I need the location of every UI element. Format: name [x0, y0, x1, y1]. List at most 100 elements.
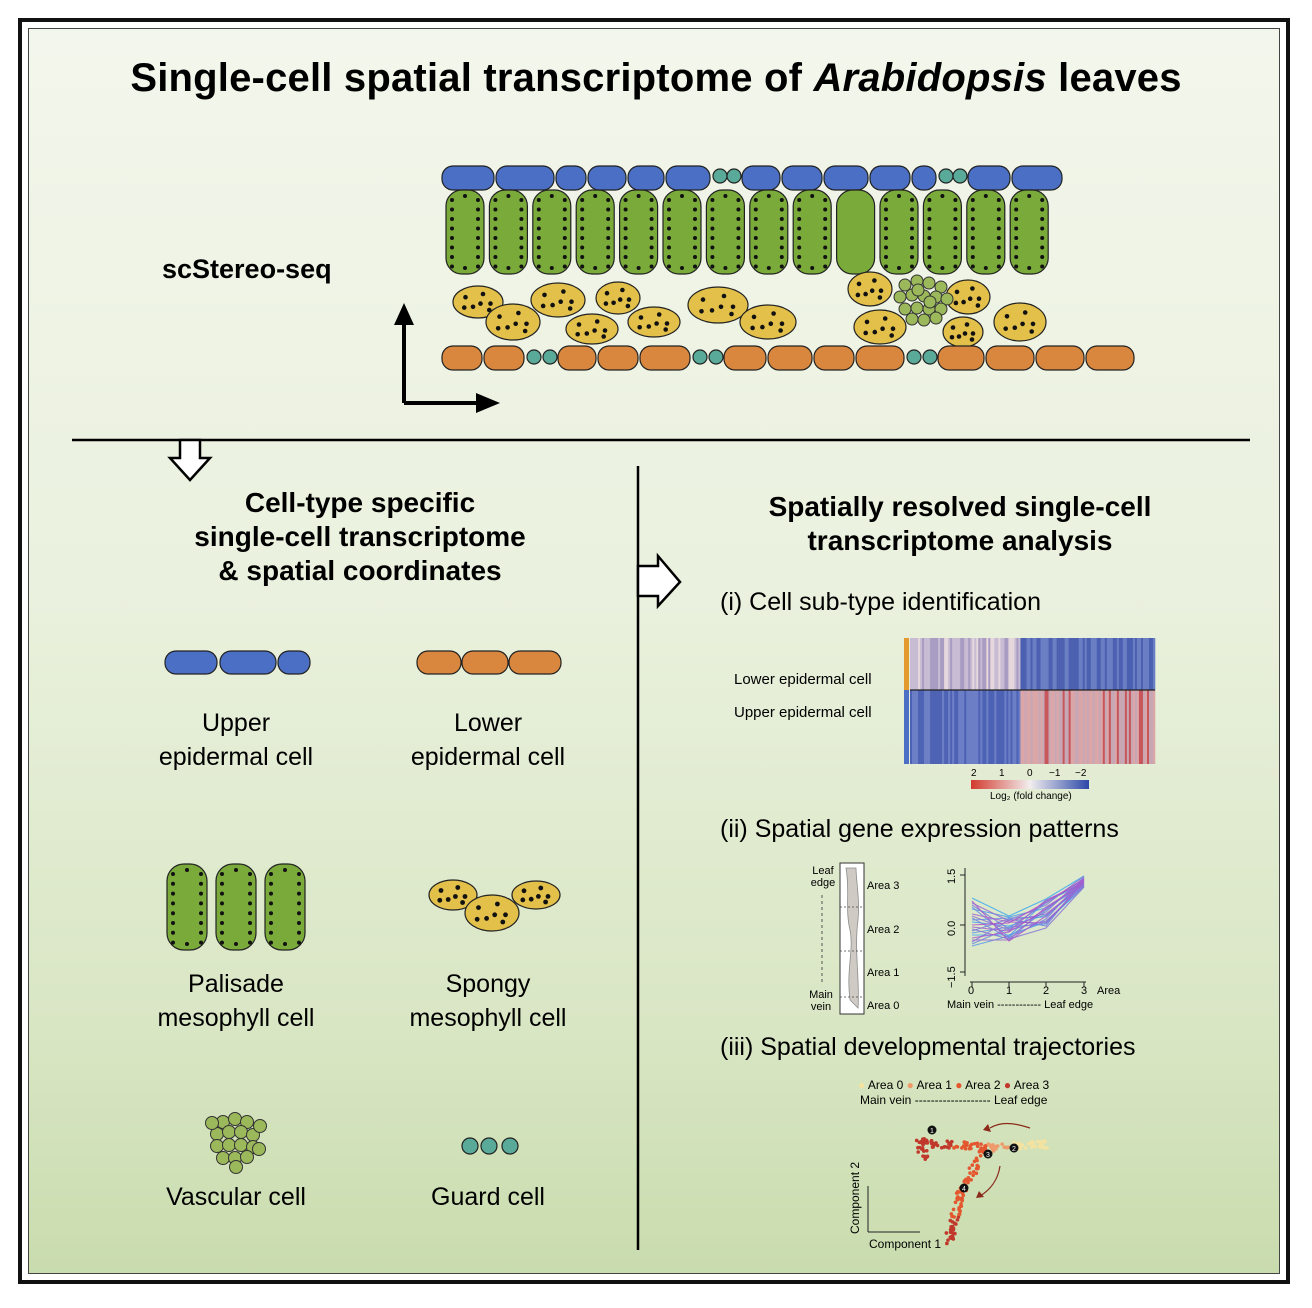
x-tick-1: 1 — [1006, 985, 1013, 997]
axis-arrows — [394, 303, 500, 413]
vascular-cell — [922, 276, 936, 290]
branch-point-label: 2 — [1012, 1146, 1016, 1153]
guard-cell — [726, 168, 742, 184]
branch-point — [983, 1149, 993, 1159]
heatmap-group-bar-upper — [904, 690, 909, 764]
trajectory-xlabel: Component 1 — [869, 1237, 942, 1251]
trajectory-legend: ● Area 0 ● Area 1 ● Area 2 ● Area 3 — [858, 1078, 1050, 1092]
vascular-cell — [911, 283, 925, 297]
upper-epidermal-cell — [869, 165, 911, 191]
area3-label: Area 3 — [867, 880, 900, 892]
upper-epidermal-cell — [1011, 165, 1063, 191]
palisade-icon — [166, 863, 208, 951]
upper-epidermal-cell — [587, 165, 627, 191]
area1-label: Area 1 — [867, 967, 900, 979]
palisade-cell — [792, 189, 832, 275]
upper-epidermal-cell — [741, 165, 781, 191]
upper-epidermal-cell — [911, 165, 937, 191]
upper-epidermal-cell — [555, 165, 587, 191]
celltype-label-guard: Guard cell — [431, 1183, 545, 1211]
heatmap-cells — [910, 638, 1156, 764]
lower-epidermal-cell — [1085, 345, 1135, 371]
palisade-cell — [532, 189, 572, 275]
page-title: Single-cell spatial transcriptome of Ara… — [130, 56, 1182, 100]
palisade-cell — [879, 189, 919, 275]
lower-epidermal-cell — [597, 345, 639, 371]
guard-cell — [692, 349, 708, 365]
leaf-cross-section — [441, 165, 1135, 371]
heatmap-row-label-lower: Lower epidermal cell — [734, 671, 872, 688]
x-unit-label: Area — [1097, 985, 1121, 997]
heatmap-row-label-upper: Upper epidermal cell — [734, 704, 872, 721]
lower-epidermal-cell — [855, 345, 905, 371]
left-header: Cell-type specific single-cell transcrip… — [194, 487, 526, 586]
vascular-icon — [240, 1150, 254, 1164]
trajectory-points — [914, 1136, 1049, 1246]
celltype-label-vascular: Vascular cell — [166, 1183, 306, 1211]
upper-epidermal-icon — [277, 650, 311, 675]
x-tick-2: 2 — [1043, 985, 1050, 997]
vascular-cell — [929, 311, 943, 325]
heatmap-scale-label: Log₂ (fold change) — [990, 791, 1072, 802]
vascular-icon — [229, 1160, 243, 1174]
palisade-cell — [445, 189, 485, 275]
x-axis-label: Main vein ------------ Leaf edge — [947, 999, 1094, 1011]
section-ii-title: (ii) Spatial gene expression patterns — [720, 815, 1119, 843]
area0-label: Area 0 — [867, 1000, 900, 1012]
branch-point-label: 3 — [986, 1152, 990, 1159]
vascular-icon — [252, 1142, 266, 1156]
palisade-cell — [618, 189, 659, 275]
branch-point — [1009, 1143, 1019, 1153]
branch-points: 1 2 3 4 — [927, 1125, 1019, 1193]
lower-epidermal-cell — [937, 345, 985, 371]
lower-epidermal-cell — [1035, 345, 1085, 371]
vascular-cell — [923, 295, 937, 309]
vascular-cell — [940, 292, 954, 306]
vascular-cell — [898, 278, 912, 292]
trajectory-axis-note: Main vein ------------------- Leaf edge — [860, 1093, 1048, 1107]
trajectory-ylabel: Component 2 — [848, 1161, 862, 1234]
lower-epidermal-cell — [639, 345, 691, 371]
area2-label: Area 2 — [867, 924, 900, 936]
lower-epidermal-cell — [813, 345, 855, 371]
upper-epidermal-cell — [495, 165, 555, 191]
upper-epidermal-icon — [219, 650, 277, 675]
guard-cell — [526, 349, 542, 365]
expression-lines — [971, 875, 1085, 947]
guard-icon — [461, 1137, 479, 1155]
lower-epidermal-icon — [416, 650, 462, 675]
heatmap-color-scale — [971, 780, 1089, 789]
guard-cell — [952, 168, 968, 184]
palisade-cell — [922, 189, 963, 275]
spongy-icon — [464, 894, 520, 932]
palisade-cell — [835, 189, 876, 275]
right-header: Spatially resolved single-cell transcrip… — [768, 491, 1152, 556]
heatmap-group-bar-lower — [904, 638, 909, 690]
vascular-icon — [205, 1116, 219, 1130]
spongy-icon — [511, 880, 561, 910]
method-label: scStereo-seq — [162, 254, 332, 284]
lower-epidermal-cell — [767, 345, 813, 371]
upper-epidermal-icon — [164, 650, 218, 675]
lower-epidermal-cell — [557, 345, 597, 371]
down-hollow-arrow — [167, 438, 213, 482]
lower-epidermal-cell — [985, 345, 1035, 371]
upper-epidermal-cell — [823, 165, 869, 191]
branch-point-label: 1 — [930, 1128, 934, 1135]
guard-icon — [501, 1137, 519, 1155]
branch-point — [927, 1125, 937, 1135]
lower-epidermal-icon — [508, 650, 562, 675]
palisade-cell — [488, 189, 528, 275]
branch-point-label: 4 — [962, 1186, 966, 1193]
right-hollow-arrow — [636, 552, 682, 610]
lower-epidermal-cell — [441, 345, 483, 371]
